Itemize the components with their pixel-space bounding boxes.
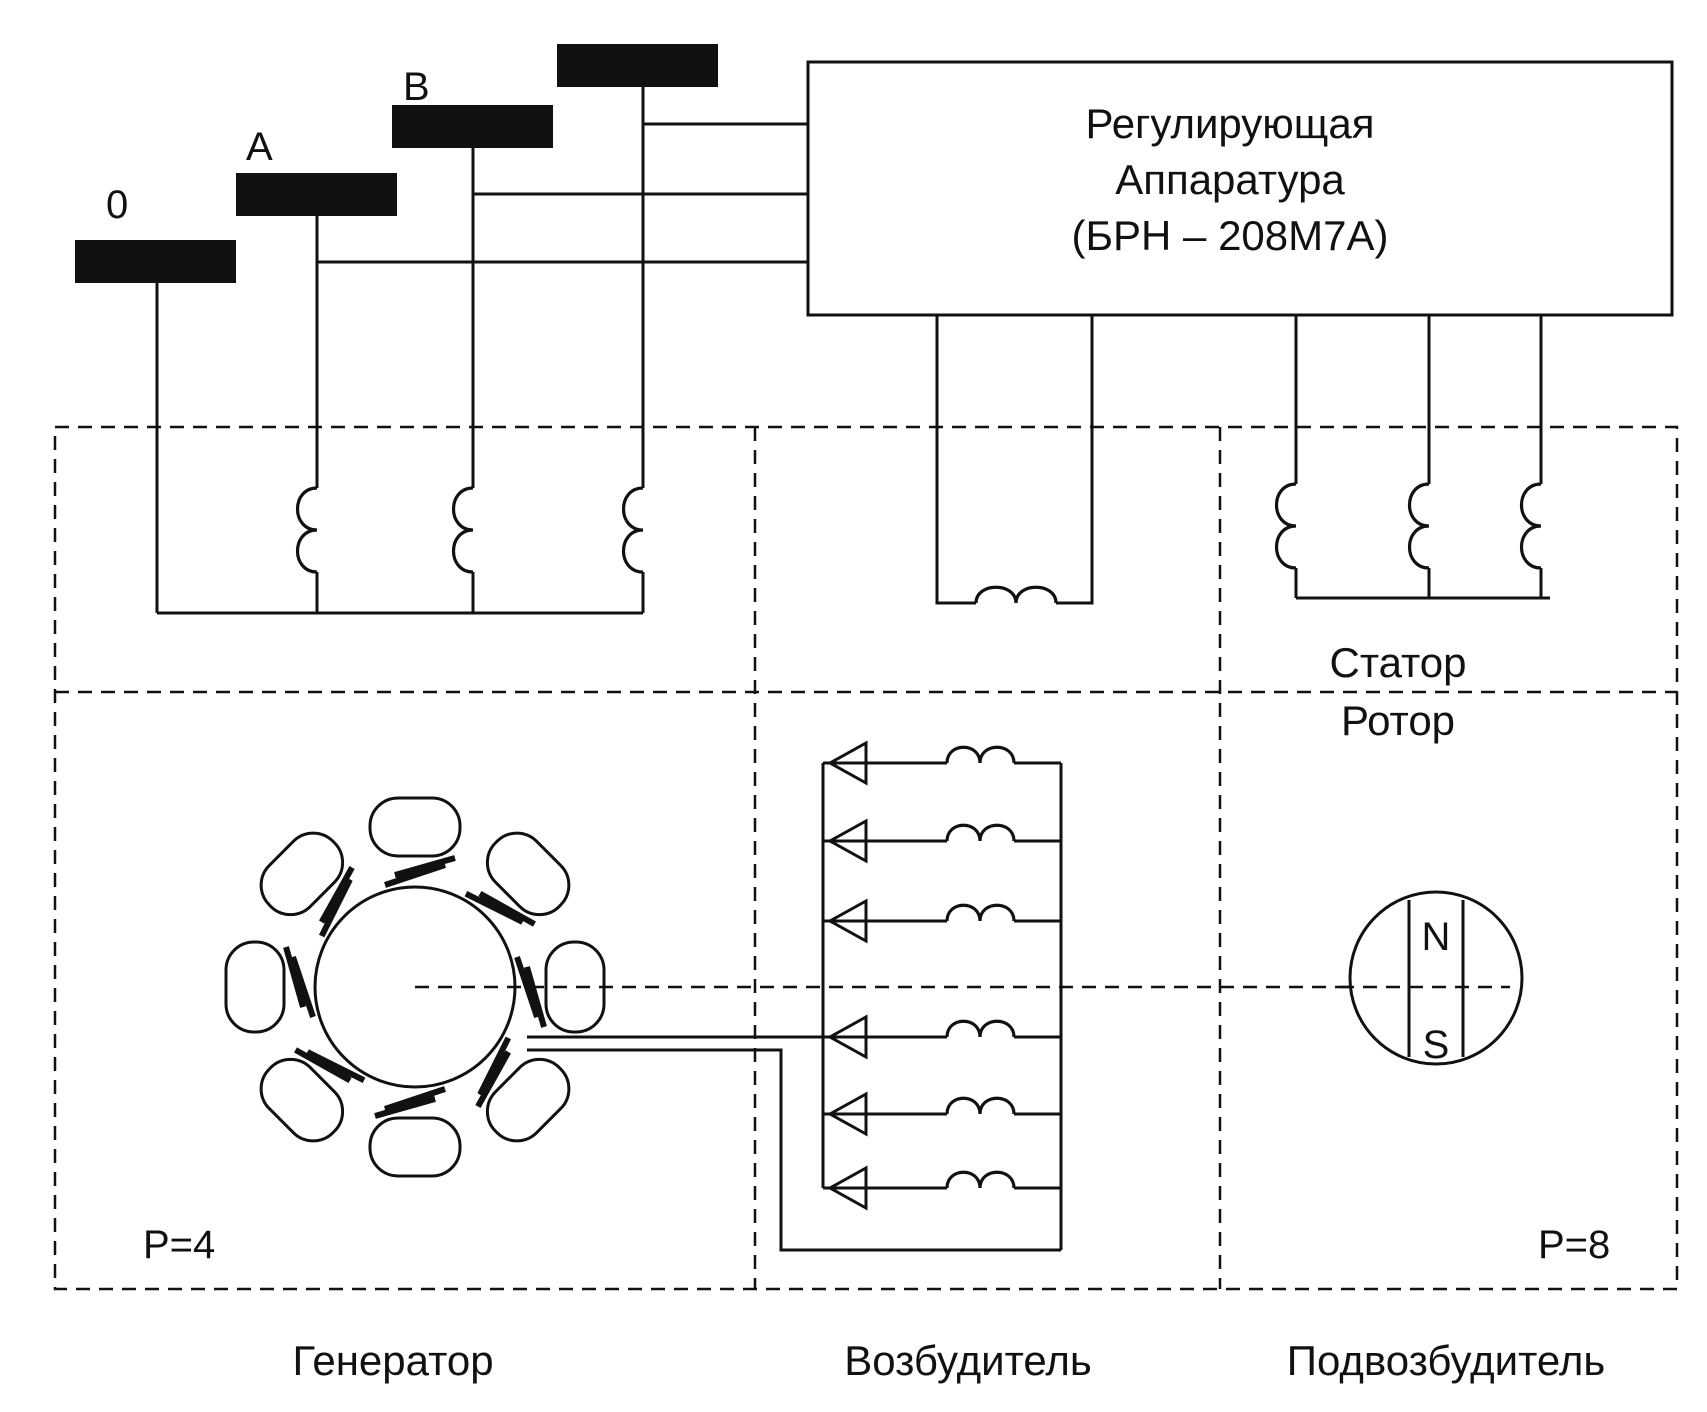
rotor-pole-shoes bbox=[224, 796, 606, 1178]
rotor-field-leads bbox=[527, 1035, 1061, 1252]
stator-coil-a bbox=[295, 486, 318, 574]
caption-subexciter: Подвозбудитель bbox=[1287, 1337, 1605, 1384]
rectifier-branch-4 bbox=[823, 1014, 1061, 1060]
subexciter-poles-label: P=8 bbox=[1538, 1223, 1610, 1267]
rectifier-branch-1 bbox=[823, 740, 1061, 786]
bus-bar-a bbox=[236, 173, 397, 216]
regulator-block: Регулирующая Аппаратура (БРН – 208М7А) bbox=[806, 60, 1674, 317]
caption-exciter: Возбудитель bbox=[844, 1337, 1092, 1384]
exciter-field-coil bbox=[974, 585, 1058, 604]
caption-generator: Генератор bbox=[292, 1337, 493, 1384]
stator-label: Статор bbox=[1329, 639, 1466, 686]
magnet-south-pole: S bbox=[1423, 1023, 1450, 1067]
section-frames bbox=[53, 425, 1679, 1291]
subexciter-coil-2 bbox=[1407, 482, 1430, 570]
stator-coil-b bbox=[451, 486, 474, 574]
rotor-core bbox=[313, 885, 517, 1089]
subexciter-coil-3 bbox=[1519, 482, 1542, 570]
bus-bar-0 bbox=[75, 240, 236, 283]
generator-rotor bbox=[224, 796, 606, 1178]
rectifier-branch-3 bbox=[823, 898, 1061, 944]
machine-outline bbox=[53, 425, 1679, 1291]
generator-poles-label: P=4 bbox=[143, 1223, 215, 1267]
bus-bar-b bbox=[392, 105, 553, 148]
regulator-title-line2: Аппаратура bbox=[1115, 156, 1345, 203]
rectifier-branch-5 bbox=[823, 1091, 1061, 1137]
rotor-pole-windings bbox=[283, 855, 547, 1119]
regulator-title-line1: Регулирующая bbox=[1086, 100, 1375, 147]
bus-bars: 0 A B bbox=[75, 44, 718, 283]
regulator-box bbox=[806, 60, 1674, 317]
bus-bar-c bbox=[557, 44, 718, 87]
stator-coil-c bbox=[621, 486, 644, 574]
bus-label-a: A bbox=[246, 125, 273, 169]
generator-stator-wiring bbox=[155, 87, 808, 615]
bus-label-b: B bbox=[403, 65, 430, 109]
rectifier-branch-2 bbox=[823, 818, 1061, 864]
magnet-outline bbox=[1348, 890, 1524, 1066]
subexciter-stator-wiring bbox=[1274, 315, 1550, 600]
rotating-rectifier bbox=[821, 740, 1063, 1250]
subexciter-coil-1 bbox=[1274, 482, 1297, 570]
bus-label-0: 0 bbox=[106, 183, 128, 227]
exciter-stator-wiring bbox=[935, 315, 1094, 605]
magnet-north-pole: N bbox=[1422, 915, 1451, 959]
permanent-magnet-rotor: N S bbox=[1340, 890, 1524, 1067]
rotor-label: Ротор bbox=[1341, 697, 1455, 744]
rectifier-branch-6 bbox=[823, 1165, 1061, 1211]
regulator-model: (БРН – 208М7А) bbox=[1071, 212, 1388, 259]
